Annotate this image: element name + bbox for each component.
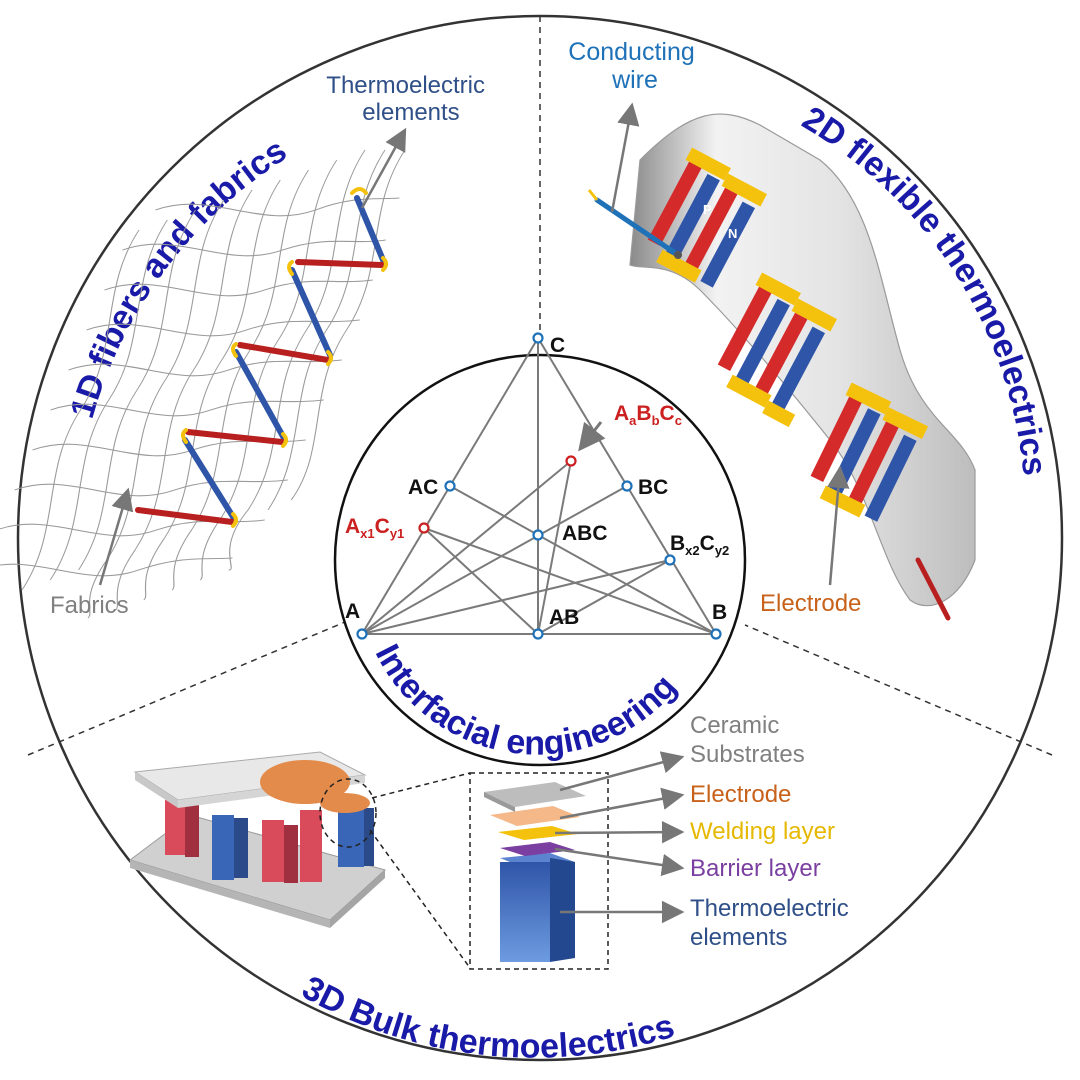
fabrics-pointer bbox=[98, 487, 134, 586]
node-ax1cy1 bbox=[418, 522, 430, 534]
top-electrode-highlight bbox=[260, 760, 350, 804]
label-thermoelectric-elements-1d: Thermoelectric elements bbox=[326, 72, 491, 126]
electrode-pad bbox=[755, 272, 801, 306]
node-a bbox=[356, 628, 368, 640]
te-p-leg-1 bbox=[295, 259, 386, 268]
label-thermoelectric-elements-3d: Thermoelectric elements bbox=[690, 895, 855, 951]
zoom-circle bbox=[319, 778, 377, 848]
electrode-pad bbox=[845, 382, 892, 415]
te-p-leg-3 bbox=[185, 429, 285, 445]
node-ab bbox=[532, 628, 544, 640]
bulk-module bbox=[128, 751, 471, 969]
n-leg bbox=[864, 434, 917, 522]
n-mark: N bbox=[728, 226, 737, 241]
label-fabrics: Fabrics bbox=[50, 592, 129, 619]
divider-right bbox=[744, 624, 1053, 756]
electrode-pad bbox=[685, 147, 731, 181]
electrode-layer bbox=[490, 806, 580, 826]
te-n-leg-3 bbox=[233, 349, 288, 443]
node-abc bbox=[532, 529, 544, 541]
node-bx2cy2 bbox=[664, 554, 676, 566]
elements-pointer bbox=[360, 127, 407, 209]
electrode-pad bbox=[762, 400, 796, 428]
label-bc: BC bbox=[638, 476, 668, 499]
fabric-illustration bbox=[0, 127, 407, 619]
label-welding: Welding layer bbox=[690, 818, 835, 845]
p-leg bbox=[647, 160, 703, 247]
te-block-side bbox=[550, 858, 575, 962]
electrode-pad bbox=[656, 249, 702, 283]
label-b: B bbox=[712, 601, 727, 624]
te-block-front bbox=[500, 862, 550, 962]
label-c: C bbox=[550, 334, 565, 357]
te-n-leg-2 bbox=[289, 267, 333, 358]
n-leg bbox=[735, 298, 790, 385]
label-ab: AB bbox=[549, 606, 579, 629]
node-c bbox=[532, 332, 544, 344]
te-p-leg-4 bbox=[135, 507, 235, 525]
flexible-illustration: P N bbox=[587, 102, 976, 621]
conducting-wire-end bbox=[915, 557, 951, 621]
n-leg bbox=[770, 326, 826, 413]
wire-pointer bbox=[610, 102, 640, 213]
fibers-title: 1D fibers and fabrics bbox=[63, 131, 293, 422]
bulk-legs bbox=[165, 800, 374, 883]
phase-nodes bbox=[356, 332, 722, 640]
node-bc bbox=[621, 480, 633, 492]
node-ac bbox=[444, 480, 456, 492]
zoom-inset bbox=[469, 772, 609, 970]
electrode-pad bbox=[882, 407, 929, 440]
p-leg bbox=[682, 187, 738, 274]
layer-stack bbox=[484, 782, 586, 962]
p-leg bbox=[846, 421, 899, 509]
p-mark: P bbox=[703, 202, 712, 217]
ceramic-layer bbox=[484, 782, 586, 807]
p-leg bbox=[717, 285, 773, 372]
divider-left bbox=[27, 621, 346, 756]
layer-pointers bbox=[554, 751, 685, 924]
barrier-layer bbox=[500, 842, 575, 856]
label-ceramic: Ceramic Substrates bbox=[690, 712, 805, 768]
label-electrode-3d: Electrode bbox=[690, 781, 791, 808]
n-leg bbox=[665, 173, 720, 260]
electrode-pad bbox=[819, 485, 866, 518]
node-b bbox=[710, 628, 722, 640]
welding-layer bbox=[498, 826, 578, 840]
te-zigzag bbox=[135, 187, 388, 528]
electrode-pad bbox=[721, 173, 767, 207]
label-abc: ABC bbox=[562, 522, 608, 545]
bulk-title: 3D Bulk thermoelectrics bbox=[296, 969, 679, 1066]
te-p-leg-2 bbox=[237, 342, 331, 363]
electrode-pointer-2d bbox=[827, 465, 850, 586]
te-n-leg-4 bbox=[182, 437, 238, 523]
label-ac: AC bbox=[408, 476, 438, 499]
conducting-wire bbox=[594, 197, 681, 258]
fabric-mesh bbox=[0, 149, 406, 619]
label-bx2cy2: Bx2Cy2 bbox=[670, 532, 729, 558]
label-aabbcc: AaBbCc bbox=[614, 402, 682, 428]
electrode-pad bbox=[791, 298, 837, 332]
label-ax1cy1: Ax1Cy1 bbox=[345, 515, 404, 541]
label-electrode-2d: Electrode bbox=[760, 590, 861, 617]
p-leg bbox=[752, 312, 808, 399]
node-aabbcc bbox=[565, 455, 577, 467]
aabbcc-pointer bbox=[578, 421, 606, 452]
n-leg bbox=[700, 201, 756, 288]
outer-frame bbox=[16, 14, 1064, 1062]
label-barrier: Barrier layer bbox=[690, 855, 821, 882]
label-conducting-wire: Conducting wire bbox=[568, 38, 701, 94]
te-n-leg-1 bbox=[354, 195, 386, 263]
electrode-pad bbox=[726, 374, 772, 408]
center-circle bbox=[333, 353, 747, 767]
label-a: A bbox=[345, 600, 360, 623]
p-leg bbox=[810, 395, 863, 483]
